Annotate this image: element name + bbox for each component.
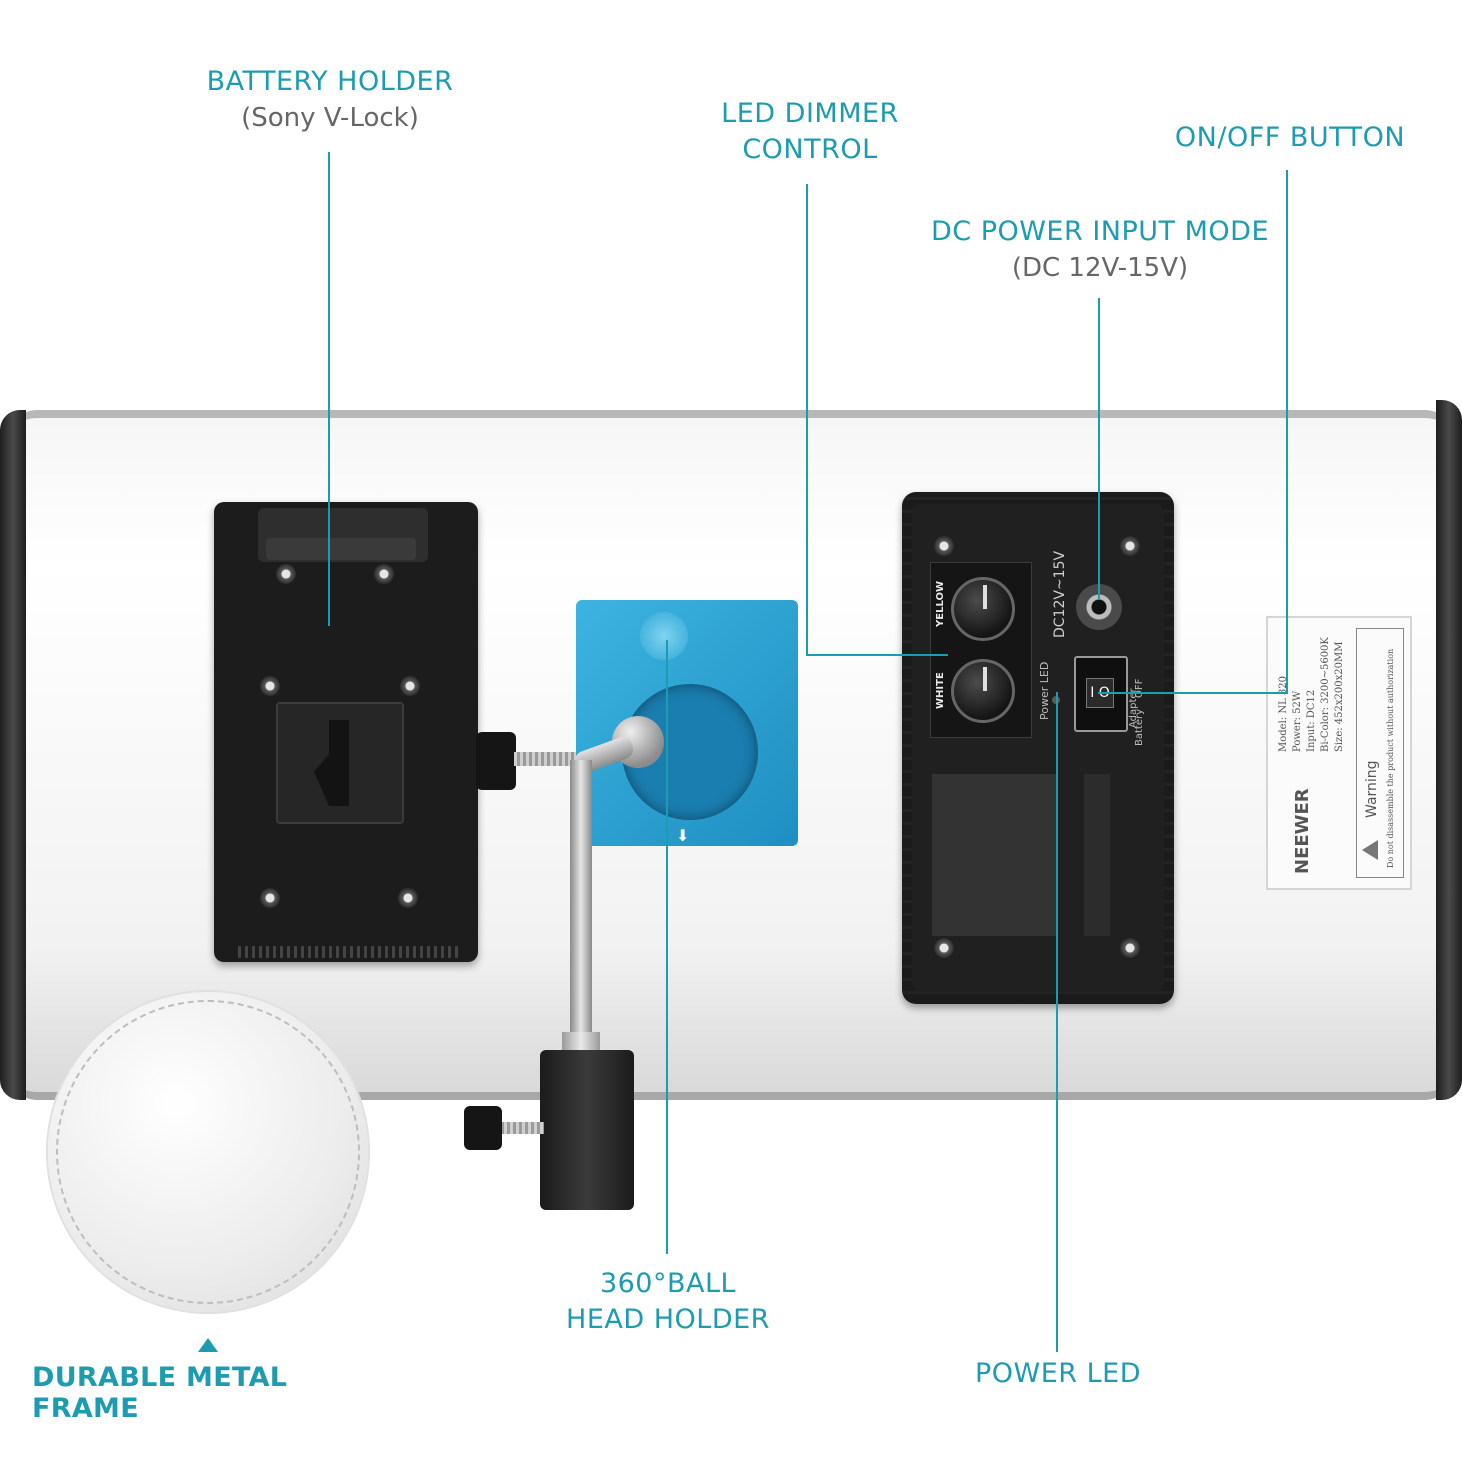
dimmer-leader-line-vertical [806, 184, 808, 656]
magnifier-dashed-ring [56, 1000, 360, 1304]
stand-adapter [540, 1050, 634, 1210]
ball-head-nut [562, 1032, 600, 1054]
battery-holder-plate [214, 502, 478, 962]
dc-voltage-label: DC12V~15V [1052, 550, 1068, 638]
dimmer-leader-line-horizontal [806, 654, 948, 656]
on-off-callout: ON/OFF BUTTON [1150, 120, 1430, 156]
battery-terminal [266, 538, 416, 560]
arrow-down-icon: ⬇ [676, 826, 690, 845]
screw-icon [260, 676, 280, 696]
v-lock-slot [314, 720, 349, 806]
triangle-up-icon [198, 1338, 218, 1352]
metal-frame-magnifier [48, 992, 368, 1312]
led-dimmer-callout: LED DIMMER CONTROL [680, 96, 940, 168]
screw-icon [1120, 938, 1140, 958]
led-dimmer-title-line1: LED DIMMER [721, 98, 899, 129]
lock-knob-icon [640, 612, 688, 660]
right-end-cap [1436, 400, 1462, 1100]
brand-logo: NEEWER [1292, 788, 1313, 874]
ball-head-leader-line [666, 640, 668, 1254]
ball-head-clamp-screw [514, 752, 584, 766]
power-switch[interactable]: I O [1074, 656, 1128, 732]
on-off-leader-line-horizontal [1098, 692, 1288, 694]
power-led-leader-line [1056, 692, 1058, 1352]
white-label: WHITE [935, 672, 946, 709]
stand-adapter-knob [464, 1106, 502, 1150]
screw-icon [934, 536, 954, 556]
on-off-leader-line-vertical [1286, 170, 1288, 694]
dc-power-callout: DC POWER INPUT MODE (DC 12V-15V) [910, 214, 1290, 286]
spec-size: Size: 452x200x20MM [1334, 641, 1345, 752]
left-end-cap [0, 410, 26, 1100]
white-dimmer-knob[interactable] [951, 659, 1015, 723]
lcd-window [932, 774, 1058, 936]
ball-head-mount: ⬇ [576, 600, 798, 846]
warning-text: Do not disassemble the product without a… [1386, 648, 1395, 868]
ball-head-rod-vertical [570, 760, 592, 1050]
ball-head-title-line1: 360°BALL [599, 1268, 737, 1299]
spec-power: Power: 52W [1292, 690, 1303, 752]
power-led-label: Power LED [1038, 661, 1051, 720]
stand-adapter-screw [498, 1122, 544, 1134]
warning-box [1356, 628, 1404, 878]
ball-head-title-line2: HEAD HOLDER [566, 1304, 770, 1335]
battery-holder-title: BATTERY HOLDER [206, 66, 454, 97]
power-led-title: POWER LED [974, 1358, 1142, 1389]
dc-power-title: DC POWER INPUT MODE [930, 216, 1270, 247]
led-dimmer-title-line2: CONTROL [742, 134, 878, 165]
screw-icon [400, 676, 420, 696]
battery-holder-leader-line [328, 152, 330, 626]
ball-head-clamp-knob [476, 732, 516, 790]
dc-power-subtitle: (DC 12V-15V) [1011, 253, 1189, 283]
control-box: YELLOW WHITE DC12V~15V Power LED I O Ada… [902, 492, 1174, 1004]
warning-triangle-icon [1362, 840, 1378, 860]
screw-icon [276, 564, 296, 584]
battery-holder-subtitle: (Sony V-Lock) [241, 103, 419, 133]
off-label: OFF [1134, 678, 1145, 698]
spec-bicolor: Bi-Color: 3200~5600K [1320, 637, 1331, 752]
screw-icon [398, 888, 418, 908]
v-lock-mount [276, 702, 404, 824]
screw-icon [1120, 536, 1140, 556]
warning-title: Warning [1364, 760, 1380, 818]
on-off-title: ON/OFF BUTTON [1174, 122, 1406, 153]
indicator-strip [1084, 774, 1110, 936]
metal-frame-caption: DURABLE METAL FRAME [32, 1362, 288, 1424]
dc-power-leader-line [1098, 298, 1100, 600]
battery-label: Battery [1134, 708, 1145, 746]
vent-grille [238, 946, 460, 958]
dimmer-panel: YELLOW WHITE [930, 562, 1032, 738]
spec-input: Input: DC12 [1306, 689, 1317, 752]
ball-head-callout: 360°BALL HEAD HOLDER [540, 1266, 796, 1338]
battery-holder-callout: BATTERY HOLDER (Sony V-Lock) [170, 64, 490, 136]
power-led-callout: POWER LED [950, 1356, 1166, 1392]
screw-icon [260, 888, 280, 908]
screw-icon [934, 938, 954, 958]
yellow-label: YELLOW [935, 581, 946, 627]
yellow-dimmer-knob[interactable] [951, 577, 1015, 641]
screw-icon [374, 564, 394, 584]
spec-label: NEEWER Model: NL 320 Power: 52W Input: D… [1266, 616, 1412, 890]
